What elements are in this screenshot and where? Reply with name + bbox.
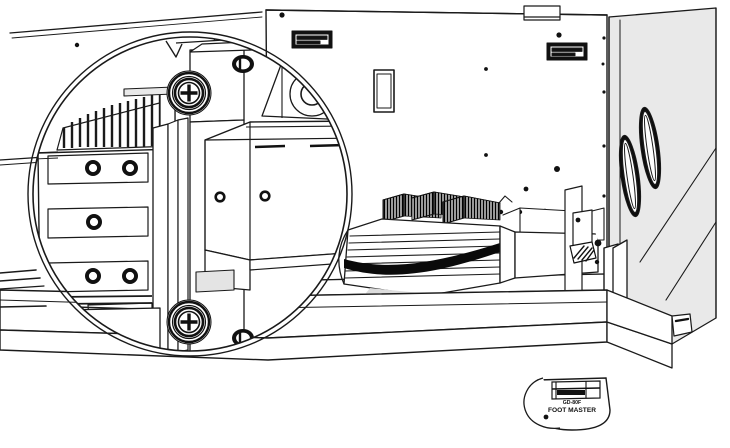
cable-shadow bbox=[344, 243, 500, 275]
chassis-assembly bbox=[0, 5, 717, 369]
fan-openings bbox=[618, 106, 662, 218]
retention-bracket-plate bbox=[204, 120, 347, 291]
usb-port-left bbox=[291, 30, 333, 49]
usb-port-right bbox=[546, 42, 588, 61]
heatsink-fins bbox=[56, 86, 176, 151]
cable-harness bbox=[564, 185, 602, 301]
mount-hole-group bbox=[85, 160, 138, 284]
magnifier-circle bbox=[27, 31, 353, 357]
mount-plate bbox=[37, 148, 177, 311]
rear-foot bbox=[671, 313, 693, 337]
magnifier-outer-ring bbox=[27, 31, 353, 357]
separator-rails bbox=[152, 117, 189, 351]
slotted-standoff-top bbox=[232, 55, 254, 73]
caster-size-text: GD-80F bbox=[563, 400, 581, 406]
magnifier-inner-ring bbox=[32, 36, 348, 352]
leveling-caster-foot: GD-80F FOOT MASTER bbox=[523, 377, 611, 431]
captive-phillips-screw-bottom bbox=[166, 299, 212, 345]
vent-slot bbox=[373, 69, 395, 113]
left-rails bbox=[0, 155, 61, 308]
captive-phillips-screw-top bbox=[166, 70, 212, 116]
caster-brand-text: FOOT MASTER bbox=[548, 407, 596, 414]
